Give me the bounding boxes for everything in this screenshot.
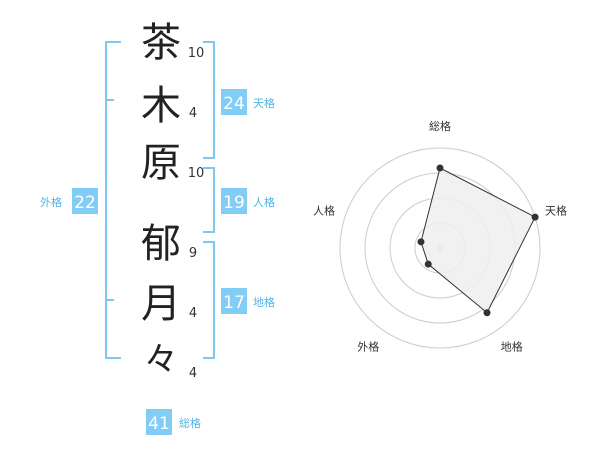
radar-point bbox=[483, 309, 491, 317]
jinkaku-value-box bbox=[221, 188, 247, 214]
radar-point bbox=[531, 213, 539, 221]
stroke-count-2: 4 bbox=[189, 106, 197, 121]
soukaku-label: 総格 bbox=[179, 416, 201, 430]
chikaku-value-box bbox=[221, 288, 247, 314]
stroke-count-5: 4 bbox=[189, 306, 197, 321]
jinkaku-value: 19 bbox=[223, 193, 245, 213]
gaikaku-value-box bbox=[72, 188, 98, 214]
radar-grid-ring bbox=[339, 147, 541, 349]
tenkaku-value: 24 bbox=[223, 94, 245, 114]
radar-point bbox=[424, 260, 432, 268]
radar-axis-label: 人格 bbox=[313, 203, 335, 217]
radar-axis-label: 外格 bbox=[357, 340, 379, 354]
stroke-count-3: 10 bbox=[188, 166, 205, 181]
name-char-3: 原 bbox=[141, 140, 181, 186]
name-char-4: 郁 bbox=[141, 221, 181, 267]
soukaku-value-box bbox=[146, 409, 172, 435]
radar-point bbox=[436, 164, 444, 172]
name-char-2: 木 bbox=[141, 83, 181, 129]
chikaku-value: 17 bbox=[223, 293, 245, 313]
stroke-count-6: 4 bbox=[189, 366, 197, 381]
chikaku-label: 地格 bbox=[253, 295, 275, 309]
radar-point bbox=[417, 238, 425, 246]
radar-axis-label: 地格 bbox=[501, 340, 523, 354]
name-char-6: 々 bbox=[144, 340, 178, 380]
stroke-count-1: 10 bbox=[188, 46, 205, 61]
jinkaku-bracket bbox=[203, 167, 215, 233]
chikaku-bracket bbox=[203, 241, 215, 359]
tenkaku-label: 天格 bbox=[253, 96, 275, 110]
name-char-1: 茶 bbox=[141, 20, 181, 66]
jinkaku-label: 人格 bbox=[253, 195, 275, 209]
radar-axis-label: 天格 bbox=[545, 203, 567, 217]
gaikaku-value: 22 bbox=[74, 193, 96, 213]
soukaku-value: 41 bbox=[148, 414, 170, 434]
tenkaku-bracket bbox=[203, 41, 215, 159]
stroke-count-4: 9 bbox=[189, 246, 197, 261]
gaikaku-label: 外格 bbox=[40, 195, 62, 209]
radar-series-polygon bbox=[420, 167, 536, 314]
outer-bracket bbox=[105, 41, 121, 359]
tenkaku-value-box bbox=[221, 89, 247, 115]
name-char-5: 月 bbox=[141, 281, 181, 327]
radar-axis-label: 総格 bbox=[429, 119, 451, 133]
